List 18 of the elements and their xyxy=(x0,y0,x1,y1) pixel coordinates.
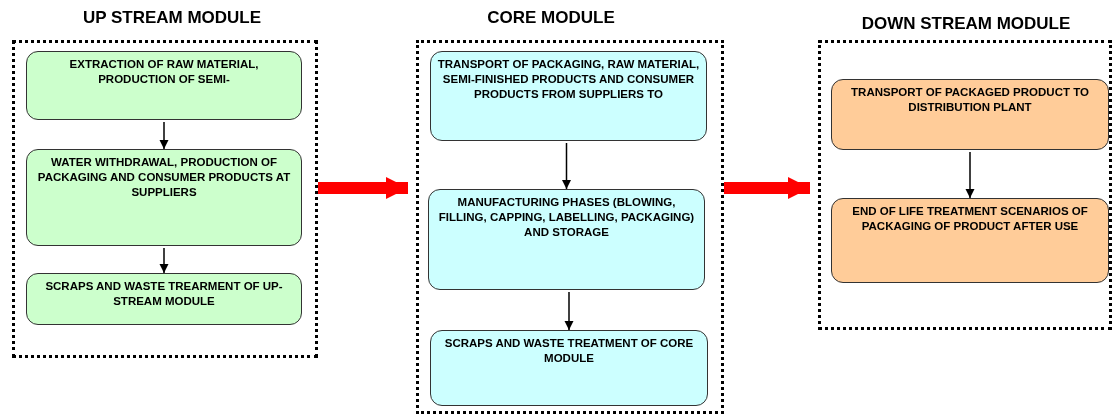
process-box: TRANSPORT OF PACKAGED PRODUCT TO DISTRIBUTION PLANT xyxy=(831,79,1109,150)
arrow xyxy=(159,247,169,274)
process-box: EXTRACTION OF RAW MATERIAL, PRODUCTION OF SEMI- xyxy=(26,51,302,120)
process-box: WATER WITHDRAWAL, PRODUCTION OF PACKAGING AND CONSUMER PRODUCTS AT SUPPLIERS xyxy=(26,149,302,246)
process-box: TRANSPORT OF PACKAGING, RAW MATERIAL, SEMI-FINISHED PRODUCTS AND CONSUMER PRODUCTS FROM SUPPLIERS TO xyxy=(430,51,707,141)
process-box: MANUFACTURING PHASES (BLOWING, FILLING, CAPPING, LABELLING, PACKAGING) AND STORAGE xyxy=(428,189,705,290)
module-heading: CORE MODULE xyxy=(487,8,615,28)
module-heading: DOWN STREAM MODULE xyxy=(861,14,1071,34)
arrow xyxy=(724,177,810,199)
module-heading: UP STREAM MODULE xyxy=(82,8,262,28)
arrow xyxy=(562,142,571,190)
process-box: SCRAPS AND WASTE TREARMENT OF UP-STREAM MODULE xyxy=(26,273,302,325)
arrow xyxy=(965,151,975,199)
arrow xyxy=(318,177,408,199)
arrow xyxy=(159,121,169,150)
arrow xyxy=(564,291,574,331)
process-box: SCRAPS AND WASTE TREATMENT OF CORE MODULE xyxy=(430,330,708,406)
process-box: END OF LIFE TREATMENT SCENARIOS OF PACKAGING OF PRODUCT AFTER USE xyxy=(831,198,1109,283)
